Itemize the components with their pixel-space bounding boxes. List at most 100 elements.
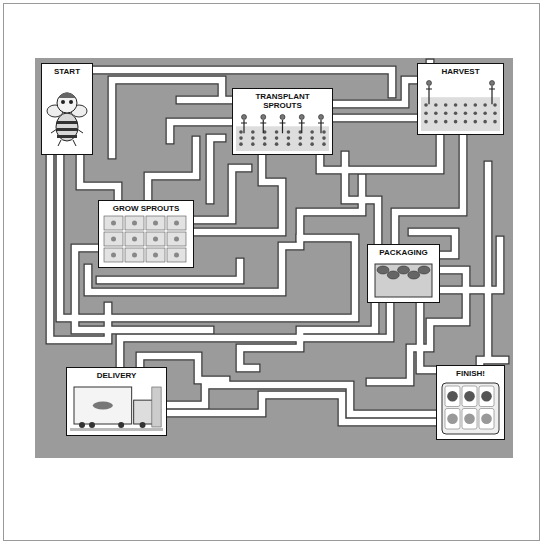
food [447,413,458,424]
maze-station-box: GROW SPROUTS [98,200,194,268]
sprout-tray [125,216,144,230]
sprout [111,221,116,226]
worker-head [427,81,432,86]
produce [377,266,389,274]
food [464,413,475,424]
station-fill [367,244,440,303]
trailer [74,387,132,424]
sprout [132,221,137,226]
bee-head [57,93,77,113]
wheel [140,422,146,428]
sprout [153,253,158,258]
tray-compartment [445,386,460,407]
plant [298,142,302,146]
plant [275,142,279,146]
worker-body [241,120,247,133]
plant [454,112,458,116]
maze-station-box: FINISH! [436,365,505,440]
corridor [320,135,440,170]
bee-eye [69,100,73,104]
corridor [148,140,196,200]
sprout [153,221,158,226]
plant [287,130,291,134]
sprout-tray [167,216,186,230]
truck-cab [134,400,154,424]
maze-station-box: PACKAGING [367,244,440,303]
plant [251,130,255,134]
planting-picture [236,115,329,152]
station-fill [417,63,504,135]
plant [483,103,487,107]
sprout-tray [146,216,165,230]
corridor [167,385,436,414]
food [481,413,492,424]
food [447,391,458,402]
food [464,391,475,402]
sprout [111,253,116,258]
tray-compartment [479,409,494,430]
station-fill [436,365,505,440]
plant [464,120,468,124]
station-title-text: PACKAGING [379,248,427,257]
plant [310,136,314,140]
plant [287,136,291,140]
lunch-tray [442,383,499,434]
plant [434,120,438,124]
station-title-text: TRANSPLANT SPROUTS [255,92,309,110]
wheel [79,422,85,428]
corridor [210,138,222,200]
station-title-text: DELIVERY [97,371,137,380]
corridor [80,155,118,200]
plant [275,136,279,140]
plant [444,103,448,107]
maze-station-box: TRANSPLANT SPROUTS [232,88,333,155]
station-fill [66,367,167,436]
plant [473,112,477,116]
tray-compartment [462,386,477,407]
corridor [485,165,492,355]
corridor-edge [180,96,232,105]
plant [251,136,255,140]
corridor-edge [194,168,248,220]
sprout-tray [104,232,123,246]
building [152,387,161,427]
plant [493,112,497,116]
worker-body [426,86,432,104]
sprout-tray [104,216,123,230]
food [481,391,492,402]
plant [322,130,326,134]
worker-body [318,120,324,133]
sprout [153,237,158,242]
plant [322,142,326,146]
worker-head [319,115,324,120]
station-title: FINISH! [439,369,503,378]
sprout-tray [167,232,186,246]
corridor [440,240,500,290]
plant [424,112,428,116]
worker-body [260,120,266,133]
produce [398,266,410,274]
plant [239,142,243,146]
corridor [333,63,430,104]
station-fill [232,88,333,155]
produce [387,271,399,279]
plant [310,142,314,146]
worker-body [280,120,286,133]
trailer-logo [93,402,113,410]
tray-compartment [445,409,460,430]
sprout-tray [146,248,165,262]
plant [454,103,458,107]
plant [444,112,448,116]
plant [424,103,428,107]
bee-eye [61,100,65,104]
station-title-text: GROW SPROUTS [113,204,180,213]
corridor [194,155,282,232]
produce [418,266,430,274]
plant [424,120,428,124]
worker-head [299,115,304,120]
worker-head [261,115,266,120]
plant [473,103,477,107]
tray-compartment [462,409,477,430]
